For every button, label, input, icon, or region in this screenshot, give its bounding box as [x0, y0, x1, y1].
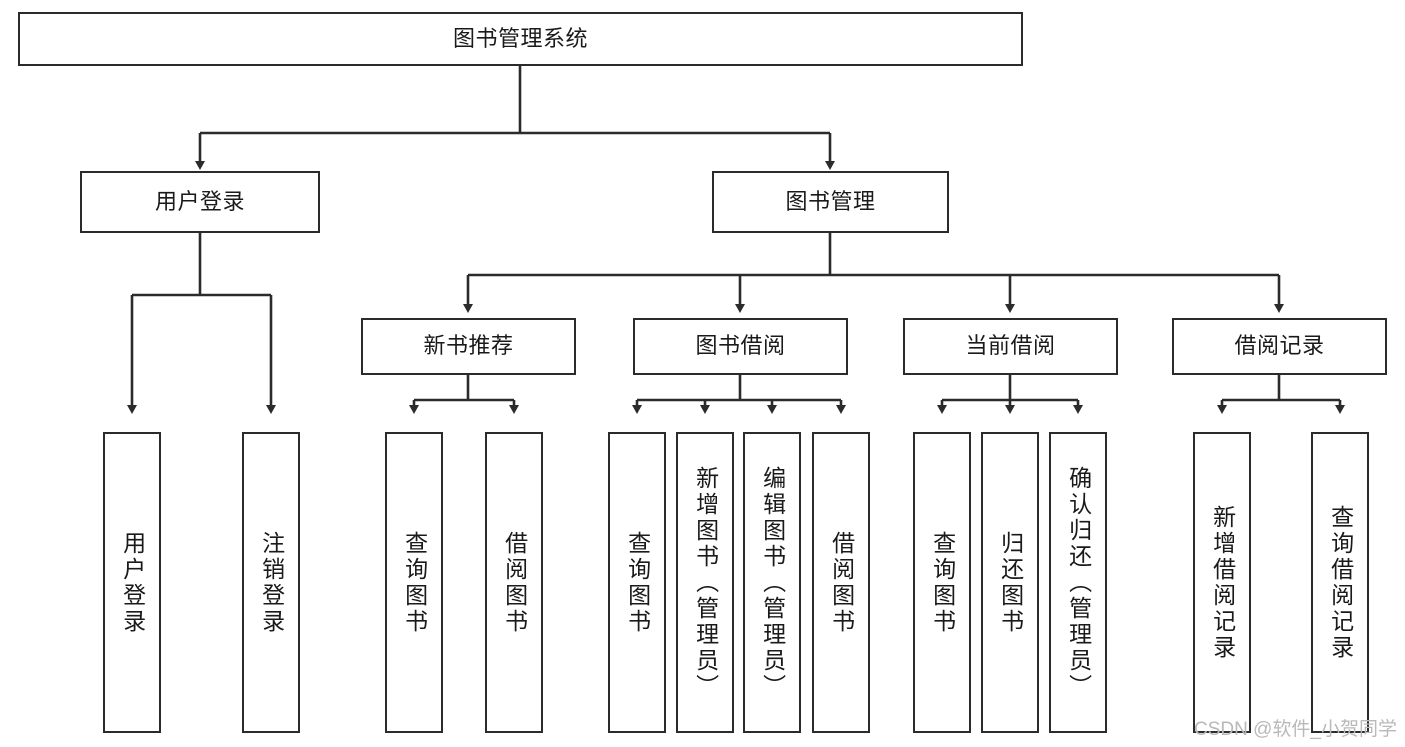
- node-borrow-record-label: 借阅记录: [1234, 333, 1325, 359]
- node-leaf-return-book[interactable]: 归还图书: [981, 432, 1039, 733]
- node-user-login-label: 用户登录: [154, 188, 245, 214]
- node-leaf-logout-login[interactable]: 注销登录: [242, 432, 300, 733]
- node-leaf-add-book[interactable]: 新增图书（管理员）: [676, 432, 734, 733]
- node-leaf-return-book-label: 归还图书: [997, 530, 1024, 635]
- node-leaf-user-login[interactable]: 用户登录: [103, 432, 161, 733]
- node-book-borrow-label: 图书借阅: [695, 333, 786, 359]
- node-leaf-query-book-2-label: 查询图书: [624, 530, 651, 635]
- node-leaf-edit-book-label: 编辑图书（管理员）: [759, 465, 786, 700]
- node-current-borrow[interactable]: 当前借阅: [903, 318, 1118, 375]
- node-leaf-borrow-book-1[interactable]: 借阅图书: [485, 432, 543, 733]
- node-leaf-query-book-3[interactable]: 查询图书: [913, 432, 971, 733]
- node-leaf-query-book-1-label: 查询图书: [401, 530, 428, 635]
- node-book-manage[interactable]: 图书管理: [712, 171, 949, 233]
- node-root[interactable]: 图书管理系统: [18, 12, 1023, 66]
- node-book-borrow[interactable]: 图书借阅: [633, 318, 848, 375]
- node-borrow-record[interactable]: 借阅记录: [1172, 318, 1387, 375]
- node-leaf-logout-login-label: 注销登录: [258, 530, 285, 635]
- node-leaf-query-book-3-label: 查询图书: [929, 530, 956, 635]
- node-current-borrow-label: 当前借阅: [965, 333, 1056, 359]
- node-leaf-borrow-book-2[interactable]: 借阅图书: [812, 432, 870, 733]
- node-leaf-edit-book[interactable]: 编辑图书（管理员）: [743, 432, 801, 733]
- node-leaf-query-borrow-record-label: 查询借阅记录: [1327, 504, 1354, 661]
- node-user-login[interactable]: 用户登录: [80, 171, 320, 233]
- node-book-manage-label: 图书管理: [785, 188, 876, 214]
- node-leaf-add-borrow-record-label: 新增借阅记录: [1209, 504, 1236, 661]
- node-leaf-confirm-return[interactable]: 确认归还（管理员）: [1049, 432, 1107, 733]
- node-leaf-borrow-book-2-label: 借阅图书: [828, 530, 855, 635]
- node-leaf-user-login-label: 用户登录: [119, 530, 146, 635]
- node-root-label: 图书管理系统: [452, 25, 588, 51]
- node-new-book-recommend-label: 新书推荐: [423, 333, 514, 359]
- node-leaf-confirm-return-label: 确认归还（管理员）: [1065, 465, 1092, 700]
- node-leaf-query-book-1[interactable]: 查询图书: [385, 432, 443, 733]
- node-leaf-borrow-book-1-label: 借阅图书: [501, 530, 528, 635]
- node-leaf-add-book-label: 新增图书（管理员）: [692, 465, 719, 700]
- node-new-book-recommend[interactable]: 新书推荐: [361, 318, 576, 375]
- node-leaf-query-book-2[interactable]: 查询图书: [608, 432, 666, 733]
- node-leaf-add-borrow-record[interactable]: 新增借阅记录: [1193, 432, 1251, 733]
- node-leaf-query-borrow-record[interactable]: 查询借阅记录: [1311, 432, 1369, 733]
